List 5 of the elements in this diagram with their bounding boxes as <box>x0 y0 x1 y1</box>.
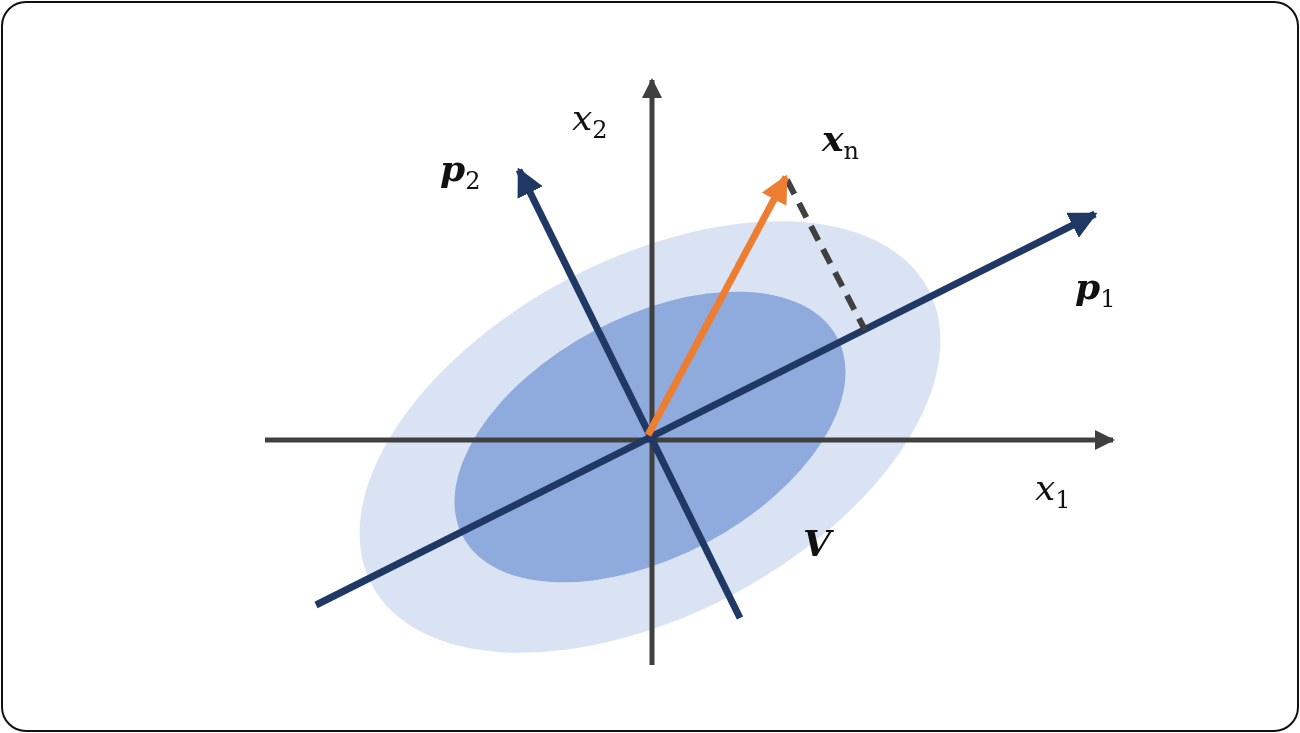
math-label: x$_{n}$ <box>822 120 859 164</box>
math-label: x$_{1}$ <box>1035 470 1071 513</box>
math-label: p$_{1}$ <box>1075 268 1116 312</box>
math-label: p$_{2}$ <box>440 150 481 194</box>
math-label: x$_{2}$ <box>572 100 608 143</box>
